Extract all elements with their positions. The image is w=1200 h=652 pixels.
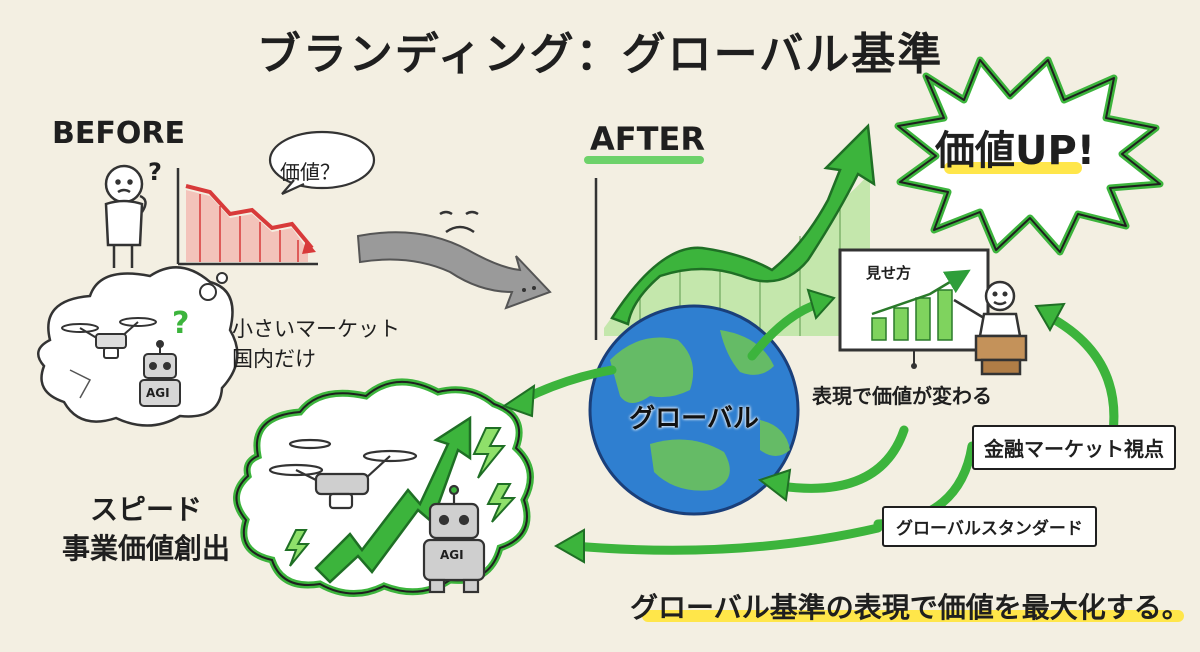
sad-face-icon [439,210,479,234]
page-title: ブランディング：グローバル基準 [256,29,944,80]
green-question-mark: ? [172,306,190,341]
confused-person-icon [104,164,147,268]
gray-down-arrow [356,231,552,310]
global-standard-box: グローバルスタンダード [882,506,1097,547]
question-mark: ? [148,158,162,186]
bottom-message: グローバル基準の表現で価値を最大化する。 [630,591,1190,624]
globe-icon [588,304,800,516]
robot-icon [139,340,181,407]
globe-label: グローバル [629,404,759,434]
speed-line-1: スピード [90,493,203,526]
market-line-2: 国内だけ [232,347,316,372]
speed-cloud [233,378,534,598]
lightning-icon [284,427,517,567]
expression-text: 表現で価値が変わる [812,384,992,408]
board-title: 見せ方 [866,264,912,282]
value-up-burst [894,56,1164,256]
before-thought-cloud [37,266,239,427]
after-underline [584,156,704,164]
large-drone-icon [268,438,418,510]
before-agi-label: AGI [146,386,170,400]
burst-highlight [944,162,1082,174]
presentation-board [838,248,990,369]
thought-bubble [268,130,376,196]
speed-text: スピード 事業価値創出 [62,490,230,568]
drone-icon [61,317,157,359]
before-market-text: 小さいマーケット 国内だけ [232,314,400,375]
bottom-highlight [642,610,1184,622]
flow-arrowheads [501,288,1066,564]
presenter-person-icon [953,280,1028,376]
speed-line-2: 事業価値創出 [62,532,231,566]
declining-chart [176,168,318,266]
market-line-1: 小さいマーケット [232,317,400,341]
thought-bubble-text: 価値？ [280,160,340,184]
speed-agi-label: AGI [440,548,464,562]
large-robot-icon [422,484,486,594]
finance-market-box: 金融マーケット視点 [972,425,1176,470]
after-label: AFTER [590,120,705,158]
before-label: BEFORE [52,116,185,151]
speed-rising-arrow [314,415,472,584]
value-up-text: 価値UP! [934,128,1096,174]
